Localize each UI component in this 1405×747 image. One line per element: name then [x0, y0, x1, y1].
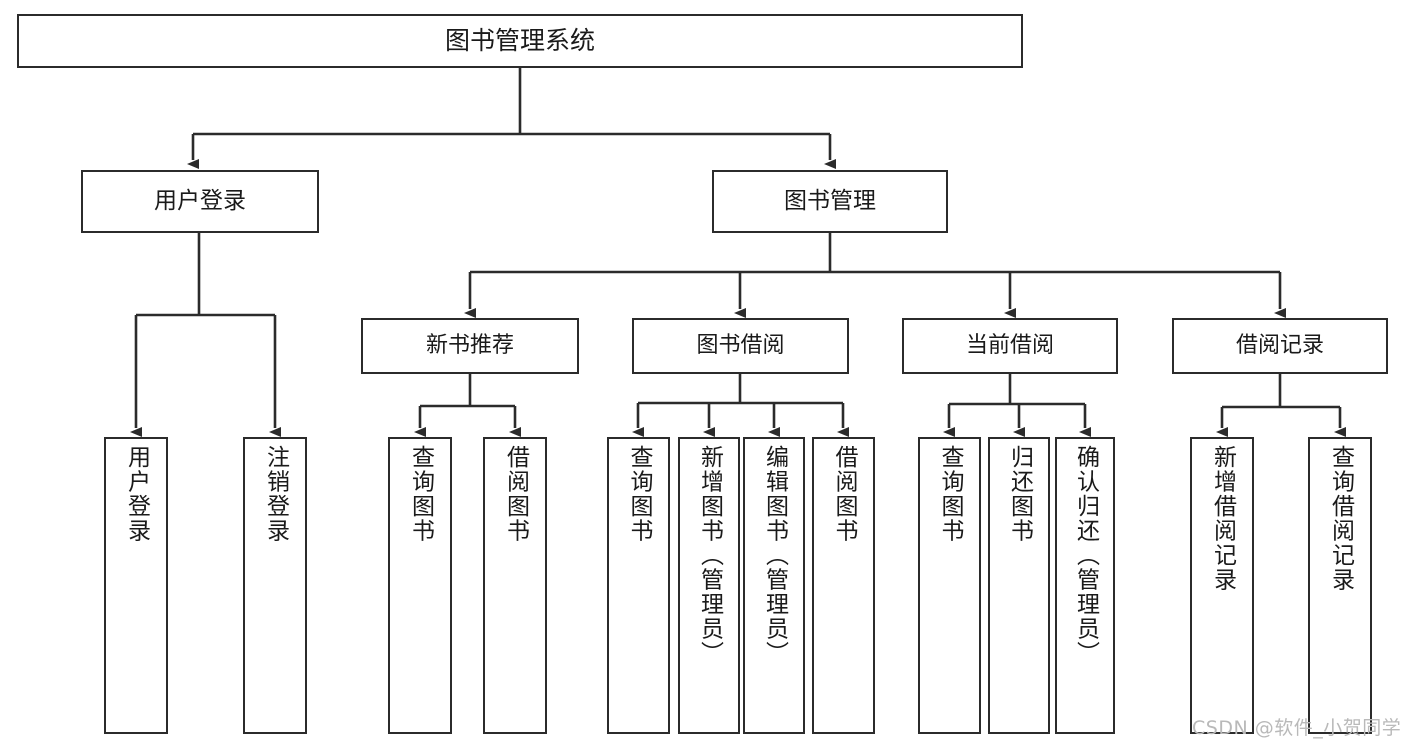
node-leaf-add-book[interactable]: 新增图书（管理员）	[678, 437, 740, 734]
node-leaf-logout[interactable]: 注销登录	[243, 437, 307, 734]
node-leaf-borrow-book-1[interactable]: 借阅图书	[483, 437, 547, 734]
node-new-book-recommend[interactable]: 新书推荐	[361, 318, 579, 374]
node-label: 新增图书（管理员）	[696, 445, 723, 666]
node-leaf-query-record[interactable]: 查询借阅记录	[1308, 437, 1372, 734]
node-label: 用户登录	[154, 187, 246, 214]
node-label: 借阅记录	[1235, 332, 1324, 358]
node-label: 新增借阅记录	[1209, 445, 1236, 592]
csdn-watermark: CSDN @软件_小贺同学	[1192, 717, 1402, 739]
node-label: 用户登录	[123, 445, 150, 543]
node-label: 借阅图书	[831, 445, 857, 543]
node-label: 注销登录	[262, 445, 289, 543]
node-book-borrow[interactable]: 图书借阅	[632, 318, 849, 374]
connector-group	[130, 68, 1346, 437]
node-book-management[interactable]: 图书管理	[712, 170, 948, 233]
node-label: 查询借阅记录	[1327, 445, 1354, 592]
node-label: 确认归还（管理员）	[1072, 445, 1099, 666]
node-label: 借阅图书	[502, 445, 529, 543]
node-label: 图书管理	[784, 187, 876, 214]
node-borrow-record[interactable]: 借阅记录	[1172, 318, 1388, 374]
node-leaf-confirm-return[interactable]: 确认归还（管理员）	[1055, 437, 1115, 734]
node-label: 新书推荐	[425, 332, 514, 358]
node-label: 编辑图书（管理员）	[761, 445, 788, 666]
node-root-root[interactable]: 图书管理系统	[17, 14, 1023, 68]
node-leaf-query-book-1[interactable]: 查询图书	[388, 437, 452, 734]
node-label: 归还图书	[1006, 445, 1033, 543]
node-label: 图书借阅	[696, 332, 785, 358]
node-current-borrow[interactable]: 当前借阅	[902, 318, 1118, 374]
node-leaf-query-book-3[interactable]: 查询图书	[918, 437, 981, 734]
node-label: 查询图书	[626, 445, 652, 543]
node-leaf-add-record[interactable]: 新增借阅记录	[1190, 437, 1254, 734]
node-label: 查询图书	[407, 445, 434, 543]
node-leaf-return-book[interactable]: 归还图书	[988, 437, 1050, 734]
node-label: 当前借阅	[965, 332, 1054, 358]
node-user-login[interactable]: 用户登录	[81, 170, 319, 233]
node-label: 图书管理系统	[444, 26, 595, 55]
node-label: 查询图书	[937, 445, 963, 543]
node-leaf-user-login[interactable]: 用户登录	[104, 437, 168, 734]
node-leaf-borrow-book-2[interactable]: 借阅图书	[812, 437, 875, 734]
node-leaf-query-book-2[interactable]: 查询图书	[607, 437, 670, 734]
node-leaf-edit-book[interactable]: 编辑图书（管理员）	[743, 437, 805, 734]
